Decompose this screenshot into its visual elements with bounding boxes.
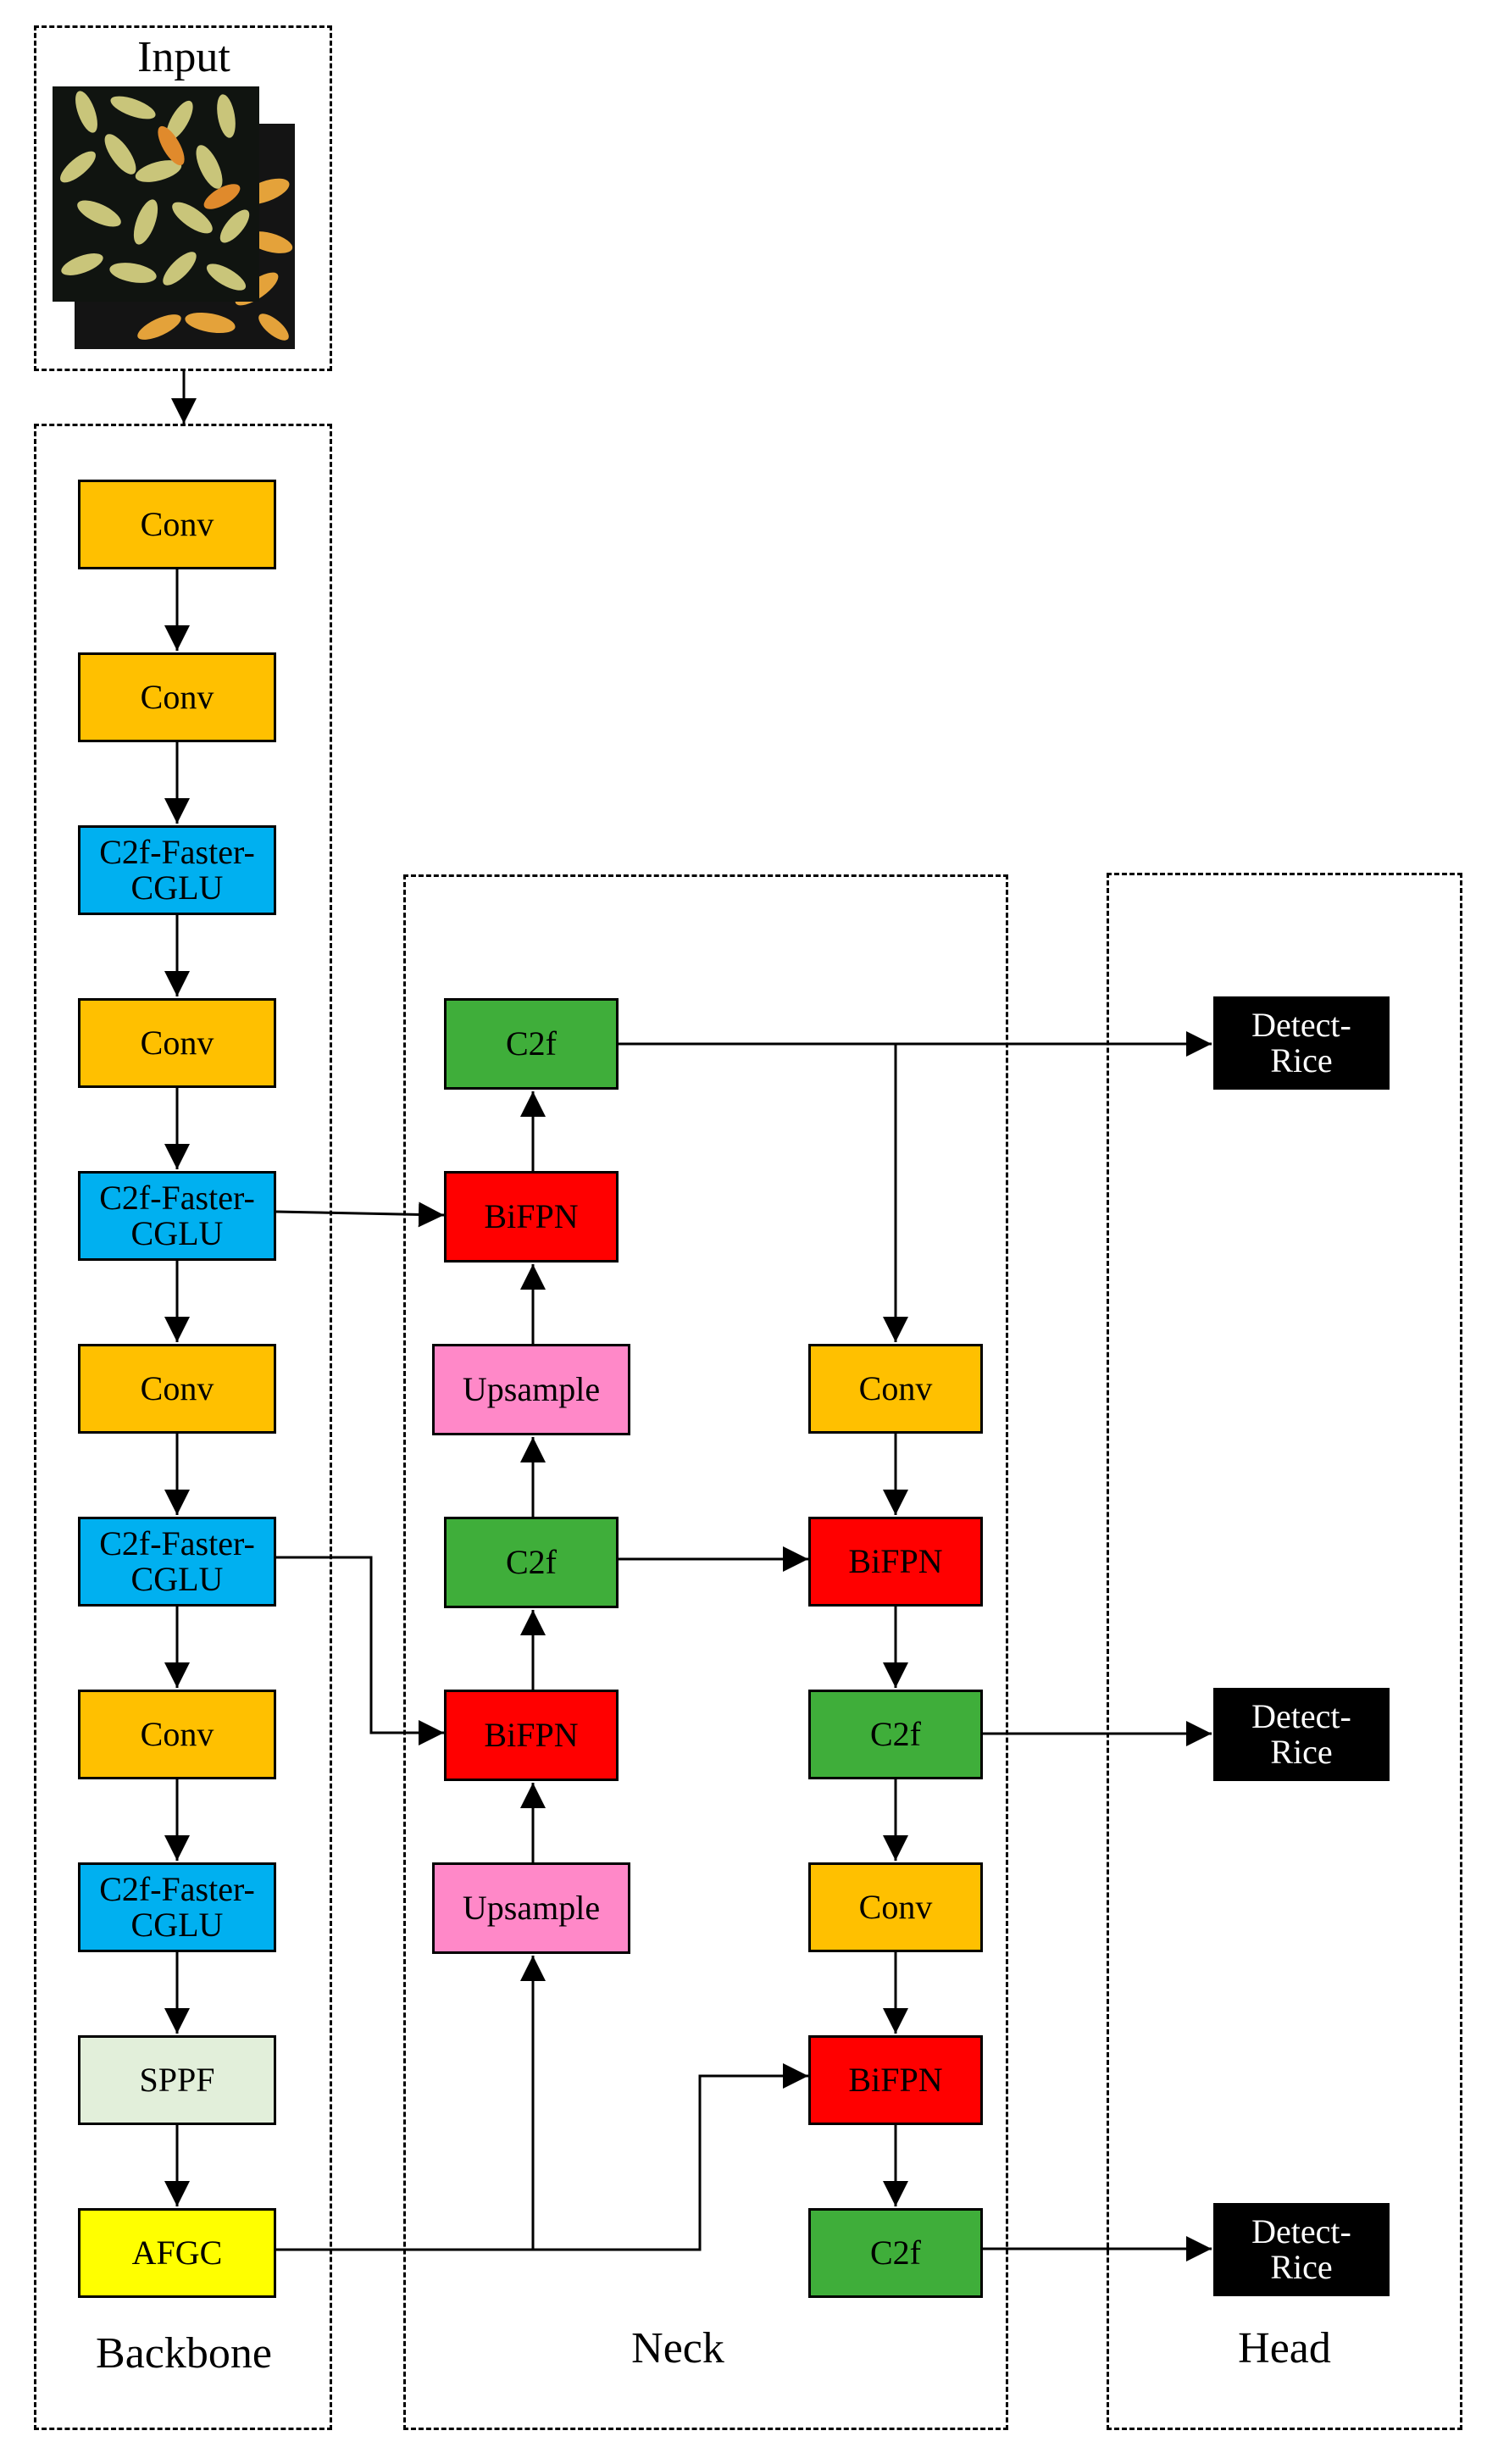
backbone-group (34, 424, 332, 2430)
arrow-c2ff3-to-bifpn2 (276, 1556, 444, 1745)
head-group (1107, 873, 1462, 2430)
neck-conv-right-2: Conv (808, 1862, 983, 1952)
backbone-c2f-faster-cglu-1: C2f-Faster-CGLU (78, 825, 276, 915)
backbone-conv-4: Conv (78, 1344, 276, 1434)
neck-title: Neck (631, 2324, 724, 2372)
neck-bifpn-right-2: BiFPN (808, 2035, 983, 2125)
neck-c2f-mid: C2f (444, 1517, 619, 1608)
head-title: Head (1238, 2324, 1331, 2372)
backbone-conv-1: Conv (78, 480, 276, 569)
neck-bifpn-2: BiFPN (444, 1690, 619, 1781)
backbone-conv-5: Conv (78, 1690, 276, 1779)
backbone-c2f-faster-cglu-2: C2f-Faster-CGLU (78, 1171, 276, 1261)
input-image-front (53, 86, 259, 302)
neck-upsample-2: Upsample (432, 1862, 630, 1954)
backbone-afgc: AFGC (78, 2208, 276, 2298)
neck-group (403, 874, 1008, 2430)
backbone-title: Backbone (96, 2329, 272, 2378)
neck-conv-right-1: Conv (808, 1344, 983, 1434)
head-detect-rice-1: Detect-Rice (1213, 996, 1390, 1090)
backbone-c2f-faster-cglu-4: C2f-Faster-CGLU (78, 1862, 276, 1952)
neck-bifpn-1: BiFPN (444, 1171, 619, 1263)
neck-c2f-right-2: C2f (808, 2208, 983, 2298)
neck-c2f-right-1: C2f (808, 1690, 983, 1779)
arrow-afgc-to-bifpn-r2 (533, 2063, 808, 2251)
neck-upsample-1: Upsample (432, 1344, 630, 1435)
head-detect-rice-3: Detect-Rice (1213, 2203, 1390, 2296)
neck-c2f-top: C2f (444, 998, 619, 1090)
backbone-sppf: SPPF (78, 2035, 276, 2125)
neck-bifpn-right-1: BiFPN (808, 1517, 983, 1607)
backbone-c2f-faster-cglu-3: C2f-Faster-CGLU (78, 1517, 276, 1607)
head-detect-rice-2: Detect-Rice (1213, 1688, 1390, 1781)
backbone-conv-3: Conv (78, 998, 276, 1088)
input-group (34, 25, 332, 371)
backbone-conv-2: Conv (78, 652, 276, 742)
input-title: Input (137, 33, 230, 81)
arrow-c2ff2-to-bifpn1 (275, 1201, 445, 1228)
